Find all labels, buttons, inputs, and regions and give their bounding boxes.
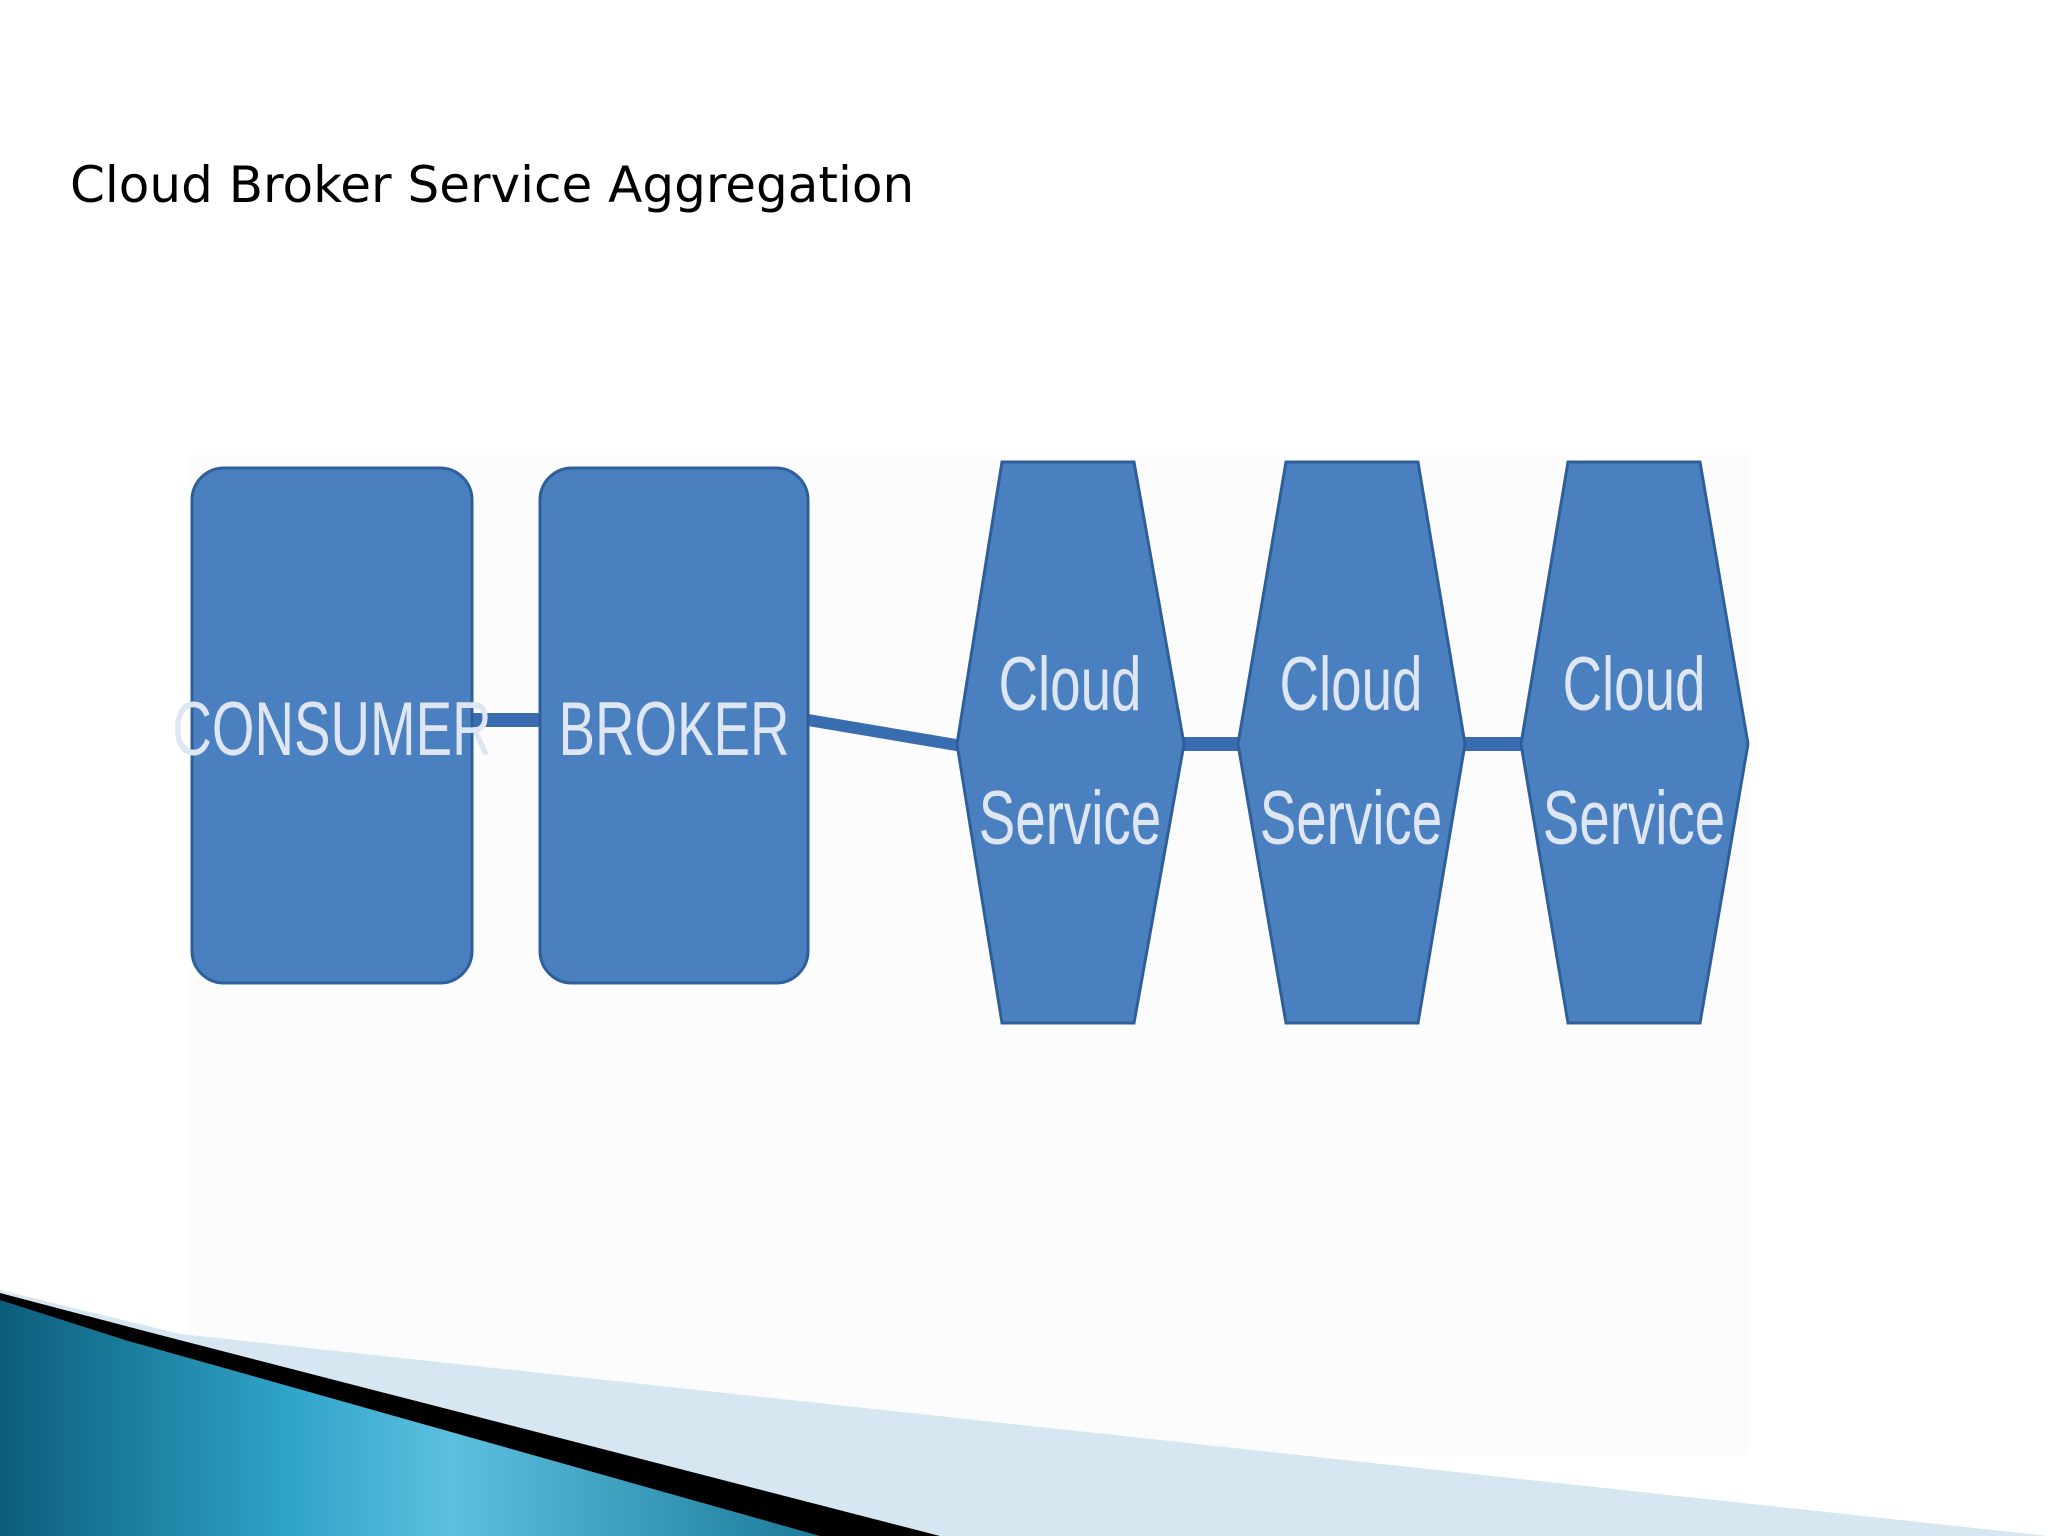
cloud-service-node-1: Cloud Service bbox=[955, 460, 1186, 1025]
broker-node: BROKER bbox=[538, 466, 810, 985]
cloud-service-node-3: Cloud Service bbox=[1519, 460, 1750, 1025]
broker-box bbox=[538, 466, 810, 985]
cloud-service-3-hexagon bbox=[1519, 460, 1750, 1025]
cloud-service-3-label-line2: Service bbox=[1543, 776, 1725, 861]
cloud-service-2-label-line2: Service bbox=[1260, 776, 1442, 861]
cloud-service-1-hexagon bbox=[955, 460, 1186, 1025]
cloud-service-1-label-line2: Service bbox=[979, 776, 1161, 861]
broker-label: BROKER bbox=[558, 687, 789, 772]
cloud-service-1-label-line1: Cloud bbox=[999, 642, 1142, 727]
cloud-service-node-2: Cloud Service bbox=[1236, 460, 1467, 1025]
cloud-service-2-hexagon bbox=[1236, 460, 1467, 1025]
connector-broker-cloud-service-1 bbox=[807, 714, 963, 752]
cloud-service-3-label-line1: Cloud bbox=[1563, 642, 1706, 727]
consumer-node: CONSUMER bbox=[172, 466, 492, 985]
slide-title: Cloud Broker Service Aggregation bbox=[70, 156, 915, 214]
consumer-label: CONSUMER bbox=[172, 687, 491, 772]
cloud-service-2-label-line1: Cloud bbox=[1280, 642, 1423, 727]
connectors bbox=[470, 713, 1524, 752]
consumer-box bbox=[190, 466, 474, 985]
corner-swoosh-decoration bbox=[0, 1290, 2048, 1536]
swoosh-teal-band bbox=[0, 1300, 820, 1536]
